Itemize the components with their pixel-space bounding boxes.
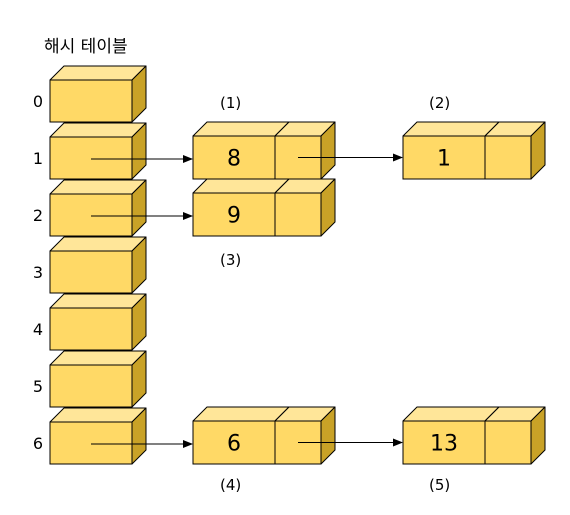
- node-13-pointer-cell[interactable]: [484, 406, 546, 465]
- linked-nodes: 8 1 9 6 13: [192, 121, 546, 465]
- hash-table: 0 1 2 3 4 5 6: [33, 65, 147, 465]
- slot-index-label: 4: [33, 320, 43, 339]
- caption-node-8: (1): [220, 94, 241, 112]
- list-node-8[interactable]: 8: [192, 121, 336, 180]
- slot-index-label: 5: [33, 377, 43, 396]
- caption-node-6: (4): [220, 476, 241, 494]
- diagram-title: 해시 테이블: [44, 37, 128, 57]
- node-8-value: 8: [227, 147, 241, 172]
- slot-index-label: 3: [33, 263, 43, 282]
- hash-slot-3[interactable]: [49, 236, 147, 294]
- caption-node-1: (2): [429, 94, 450, 112]
- node-8-pointer-cell[interactable]: [274, 121, 336, 180]
- slot-index-label: 6: [33, 434, 43, 453]
- node-9-pointer-cell[interactable]: [274, 178, 336, 237]
- node-6-pointer-cell[interactable]: [274, 406, 336, 465]
- node-6-value: 6: [227, 432, 241, 457]
- node-1-value: 1: [437, 147, 451, 172]
- node-9-value: 9: [227, 204, 241, 229]
- pointer-arrows: [91, 153, 403, 448]
- node-13-value-cell[interactable]: [402, 406, 500, 465]
- slot-index-label: 2: [33, 206, 43, 225]
- caption-node-13: (5): [429, 476, 450, 494]
- list-node-13[interactable]: 13: [402, 406, 546, 465]
- list-node-6[interactable]: 6: [192, 406, 336, 465]
- slot-index-label: 1: [33, 149, 43, 168]
- node-1-pointer-cell[interactable]: [484, 121, 546, 180]
- list-node-1[interactable]: 1: [402, 121, 546, 180]
- slot-index-label: 0: [33, 92, 43, 111]
- node-13-value: 13: [430, 432, 458, 457]
- hash-slot-4[interactable]: [49, 293, 147, 351]
- list-node-9[interactable]: 9: [192, 178, 336, 237]
- hash-slot-0[interactable]: [49, 65, 147, 123]
- hash-slot-2[interactable]: [49, 179, 147, 237]
- caption-node-9: (3): [220, 251, 241, 269]
- hash-slot-5[interactable]: [49, 350, 147, 408]
- hash-slot-1[interactable]: [49, 122, 147, 180]
- hash-slot-6[interactable]: [49, 407, 147, 465]
